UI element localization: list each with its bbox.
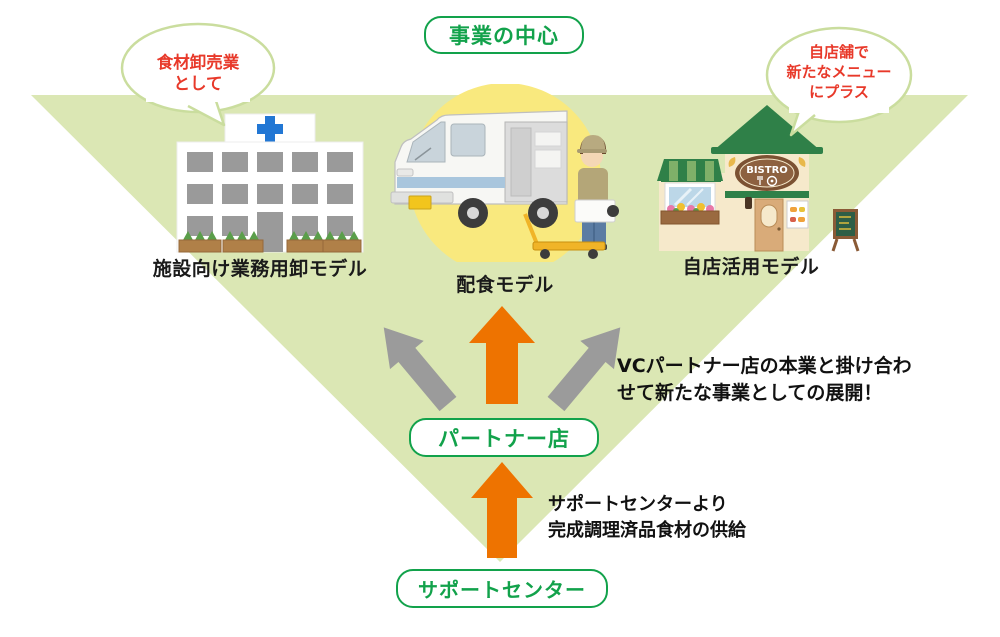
bubble-left-line1: 食材卸売業 xyxy=(156,53,240,72)
speech-bubble-right xyxy=(765,26,913,137)
bistro-model-label: 自店活用モデル xyxy=(682,256,820,278)
facility-model-label: 施設向け業務用卸モデル xyxy=(152,258,368,280)
business-center-pill: 事業の中心 xyxy=(424,16,584,54)
bistro-shop-icon: BISTRO xyxy=(657,105,860,252)
bubble-right-line2: 新たなメニュー xyxy=(786,63,892,81)
chalkboard-sign xyxy=(831,209,860,252)
bubble-right-line3: にプラス xyxy=(809,83,869,101)
hand-cart xyxy=(523,213,606,259)
flower-box xyxy=(660,203,720,225)
supply-note: サポートセンターより 完成調理済品食材の供給 xyxy=(548,492,848,544)
partner-store-pill: パートナー店 xyxy=(409,418,599,457)
support-center-pill: サポートセンター xyxy=(396,569,608,608)
awning xyxy=(657,159,723,182)
blue-cross-icon xyxy=(257,116,283,142)
bistro-sign-text: BISTRO xyxy=(746,165,788,176)
delivery-person xyxy=(574,135,619,250)
bubble-left-text: 食材卸売業 として xyxy=(118,52,278,94)
planters xyxy=(178,231,362,253)
partner-note-line2: せて新たな事業としての展開！ xyxy=(617,382,883,404)
facility-building-icon xyxy=(176,113,364,253)
speech-bubble-left xyxy=(120,22,276,127)
display-window xyxy=(786,200,809,229)
supply-note-line2: 完成調理済品食材の供給 xyxy=(548,520,746,541)
bubble-right-line1: 自店舗で xyxy=(808,43,869,61)
delivery-van-icon xyxy=(390,84,619,262)
bubble-right-text: 自店舗で 新たなメニュー にプラス xyxy=(759,42,919,102)
partner-note-line1: VCパートナー店の本業と掛け合わ xyxy=(617,355,912,377)
partner-note: VCパートナー店の本業と掛け合わ せて新たな事業としての展開！ xyxy=(617,353,957,407)
supply-note-line1: サポートセンターより xyxy=(548,494,728,515)
bubble-left-line2: として xyxy=(173,74,223,93)
bistro-sign: BISTRO xyxy=(735,155,799,191)
delivery-model-label: 配食モデル xyxy=(456,274,554,296)
